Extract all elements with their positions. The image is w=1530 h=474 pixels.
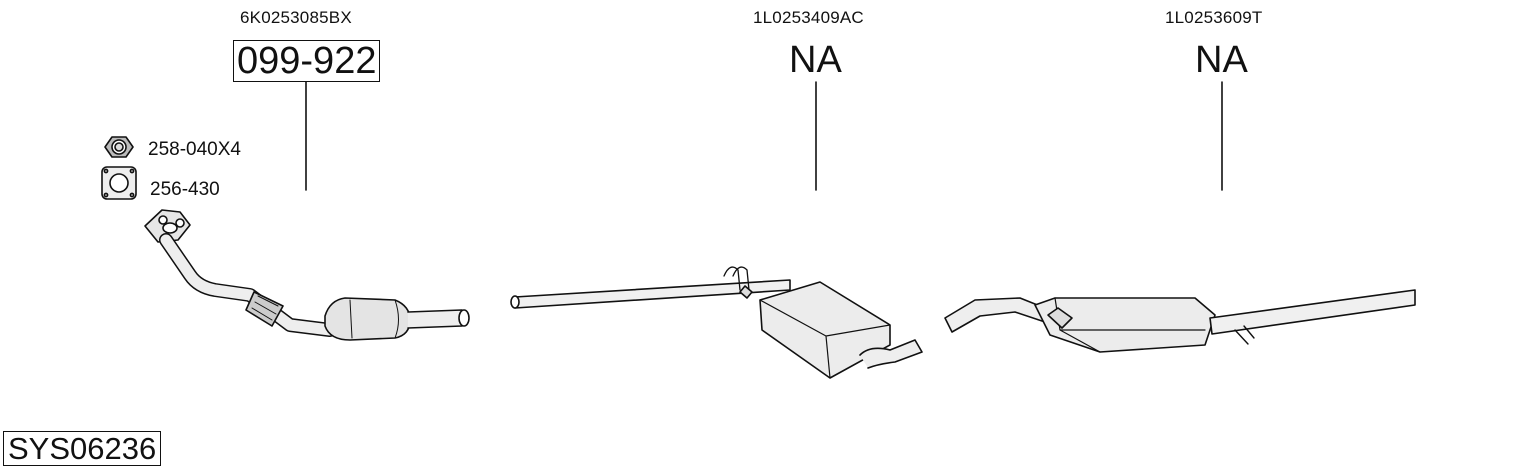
middle-silencer-drawing <box>510 266 923 379</box>
front-pipe-catalyst-drawing <box>144 209 470 341</box>
accessory-label-nut: 258-040X4 <box>148 139 241 160</box>
oe-number-middle-silencer: 1L0253409AC <box>753 8 864 27</box>
gasket-icon <box>101 166 137 200</box>
oe-number-rear-silencer: 1L0253609T <box>1165 8 1263 27</box>
part-number-middle-silencer[interactable]: NA <box>789 39 842 81</box>
accessory-label-gasket: 256-430 <box>150 179 220 200</box>
part-number-rear-silencer[interactable]: NA <box>1195 39 1248 81</box>
oe-number-front-pipe: 6K0253085BX <box>240 8 352 27</box>
part-number-front-pipe[interactable]: 099-922 <box>233 40 381 82</box>
system-code-box: SYS06236 <box>3 431 162 466</box>
rear-silencer-drawing <box>944 289 1416 353</box>
hex-nut-icon <box>104 136 134 158</box>
